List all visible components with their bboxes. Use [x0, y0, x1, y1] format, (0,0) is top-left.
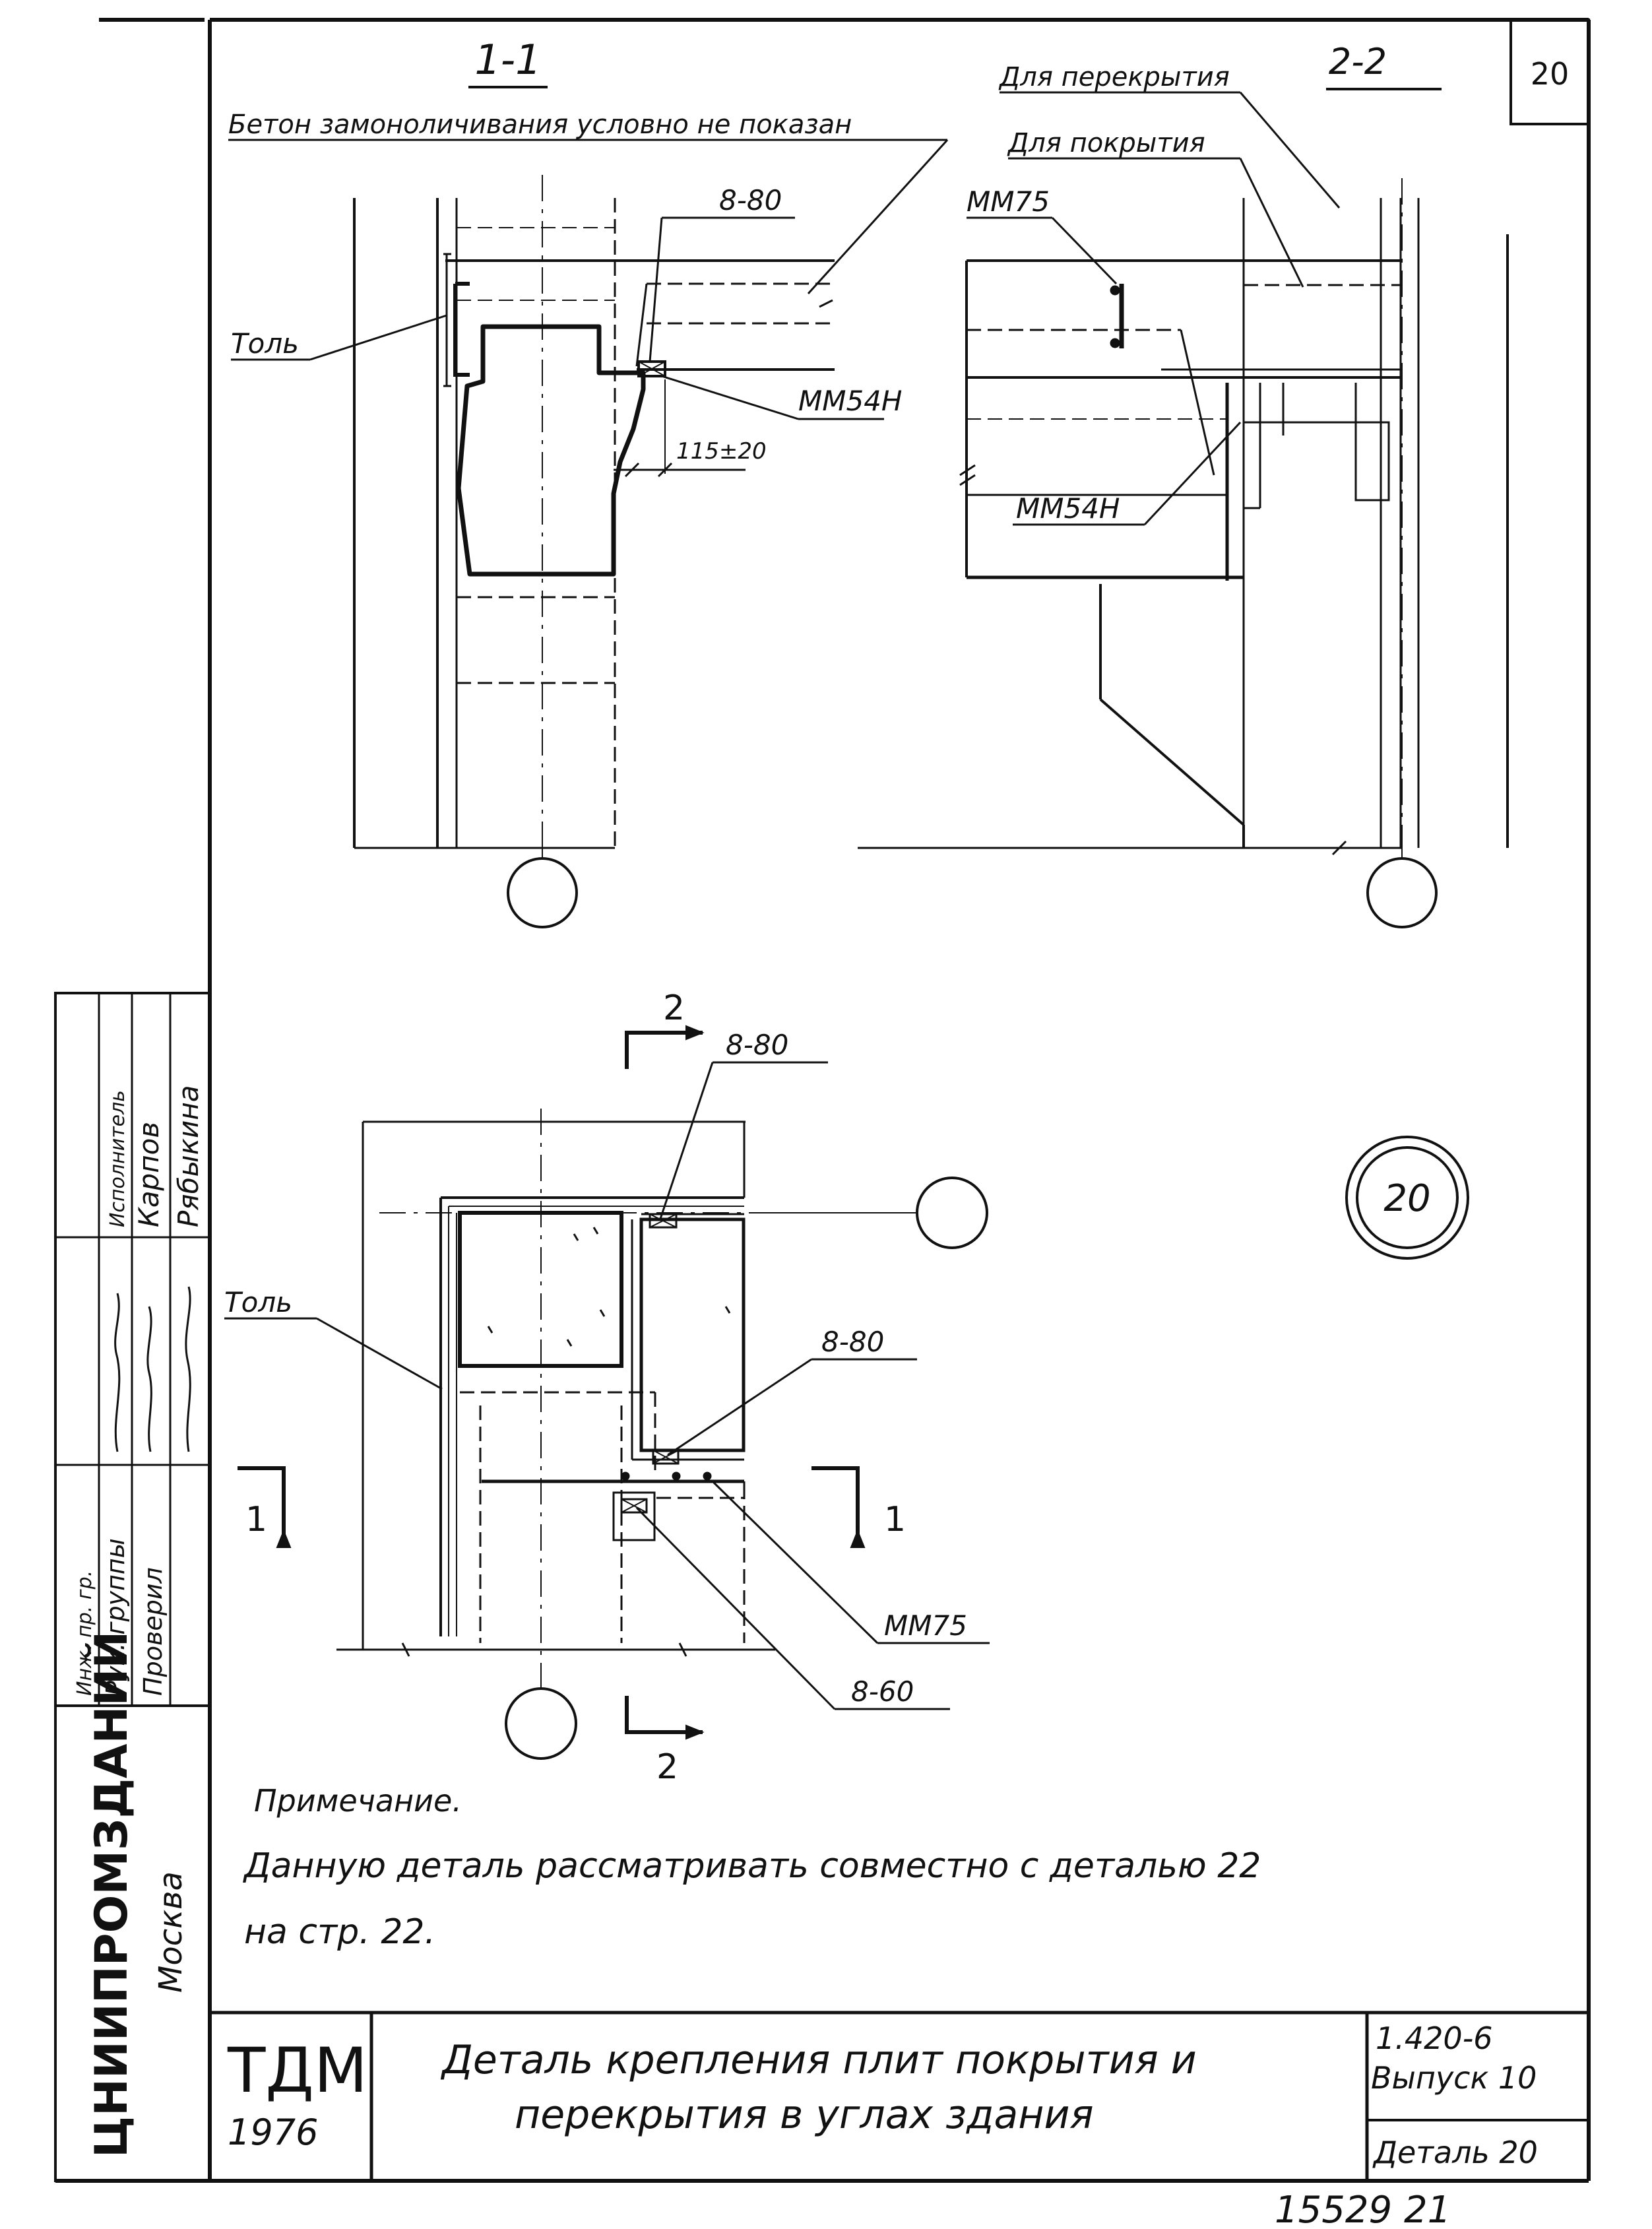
logo-year: 1976	[228, 2112, 318, 2153]
section-1-labels: Толь 8-80 ММ54Н 115±20	[231, 184, 903, 465]
section-2-label-roof: Для покрытия	[1007, 128, 1205, 158]
signature-2	[146, 1306, 152, 1452]
title-line-1: Деталь крепления плит покрытия и	[440, 2037, 1197, 2083]
plan-rebar-a: 8-80	[726, 1029, 788, 1061]
section-2-embed-bottom: ММ54Н	[1016, 492, 1120, 525]
plan-cut-1-right: 1	[884, 1500, 906, 1539]
stamp-role-4: Проверил	[139, 1567, 168, 1696]
plan-embed-label: ММ75	[884, 1609, 967, 1642]
section-1-tol-label: Толь	[231, 327, 299, 360]
section-2-2: 2-2 Для перекрытия Для покрытия	[858, 41, 1509, 928]
signature-3	[185, 1286, 191, 1452]
plan-rebar-b: 8-80	[821, 1326, 884, 1358]
detail-number: Деталь 20	[1372, 2135, 1538, 2170]
plan-axis-bubble-bottom	[505, 1687, 577, 1760]
section-1-embed-label: ММ54Н	[798, 385, 903, 417]
note-heading: Примечание.	[254, 1783, 462, 1819]
detail-mark-number: 20	[1383, 1177, 1430, 1220]
title-block-text: ТДМ 1976 Деталь крепления плит покрытия …	[227, 2020, 1538, 2170]
left-stamp-text: Исполнитель Карпов Рябыкина Инж. пр. гр.…	[73, 1085, 205, 2158]
archive-number: 15529 21	[1275, 2189, 1451, 2229]
section-1-caption: Бетон замоноличивания условно не показан	[228, 110, 852, 140]
detail-mark-inner	[1356, 1146, 1459, 1249]
series-number: 1.420-6	[1376, 2020, 1493, 2056]
title-block	[210, 2011, 1589, 2181]
section-2-labels: ММ75 ММ54Н	[967, 185, 1120, 525]
section-1-rebar-label: 8-80	[719, 184, 782, 216]
logo-tdm: ТДМ	[227, 2035, 367, 2107]
section-2-title: 2-2	[1329, 41, 1387, 82]
stamp-role-1: Исполнитель	[106, 1090, 129, 1227]
plan-view	[224, 1025, 1469, 1760]
plan-labels: 2 2 1 1 8-80 Толь 8-80 ММ75 8-60 20	[224, 988, 1431, 1787]
sheet-number: 20	[1531, 56, 1570, 92]
section-1-title: 1-1	[474, 36, 541, 84]
section-1-1: 1-1 Бетон замоноличивания условно не пок…	[228, 36, 949, 928]
stamp-org: ЦНИИПРОМЗДАНИЙ	[85, 1631, 138, 2158]
plan-cut-2-bottom: 2	[656, 1747, 678, 1787]
section-2-axis-bubble	[1366, 857, 1438, 928]
sheet-number-box: 20	[1509, 18, 1590, 125]
signature-1	[114, 1293, 121, 1452]
title-line-2: перекрытия в углах здания	[515, 2092, 1094, 2138]
plan-axis-bubble-right	[916, 1177, 988, 1249]
stamp-city: Москва	[152, 1871, 189, 1993]
section-1-dimension-label: 115±20	[676, 438, 767, 465]
section-2-label-floor: Для перекрытия	[998, 62, 1230, 92]
stamp-role-2: Инж. пр. гр.	[73, 1570, 96, 1696]
section-2-embed-top: ММ75	[967, 185, 1050, 218]
left-stamp	[54, 992, 211, 2182]
note-block: Примечание. Данную деталь рассматривать …	[243, 1783, 1261, 1952]
plan-tol-label: Толь	[224, 1286, 292, 1318]
stamp-name-2: Рябыкина	[172, 1085, 205, 1227]
note-line-1: Данную деталь рассматривать совместно с …	[243, 1846, 1261, 1886]
plan-rebar-c: 8-60	[851, 1675, 914, 1708]
stamp-name-1: Карпов	[133, 1122, 165, 1227]
detail-mark-outer	[1345, 1136, 1469, 1260]
note-line-2: на стр. 22.	[244, 1912, 435, 1952]
issue-number: Выпуск 10	[1371, 2060, 1537, 2096]
plan-cut-1-left: 1	[245, 1500, 267, 1539]
plan-cut-2-top: 2	[663, 988, 685, 1028]
section-1-axis-bubble	[507, 857, 578, 928]
stamp-role-3: Рук. группы	[101, 1538, 130, 1696]
